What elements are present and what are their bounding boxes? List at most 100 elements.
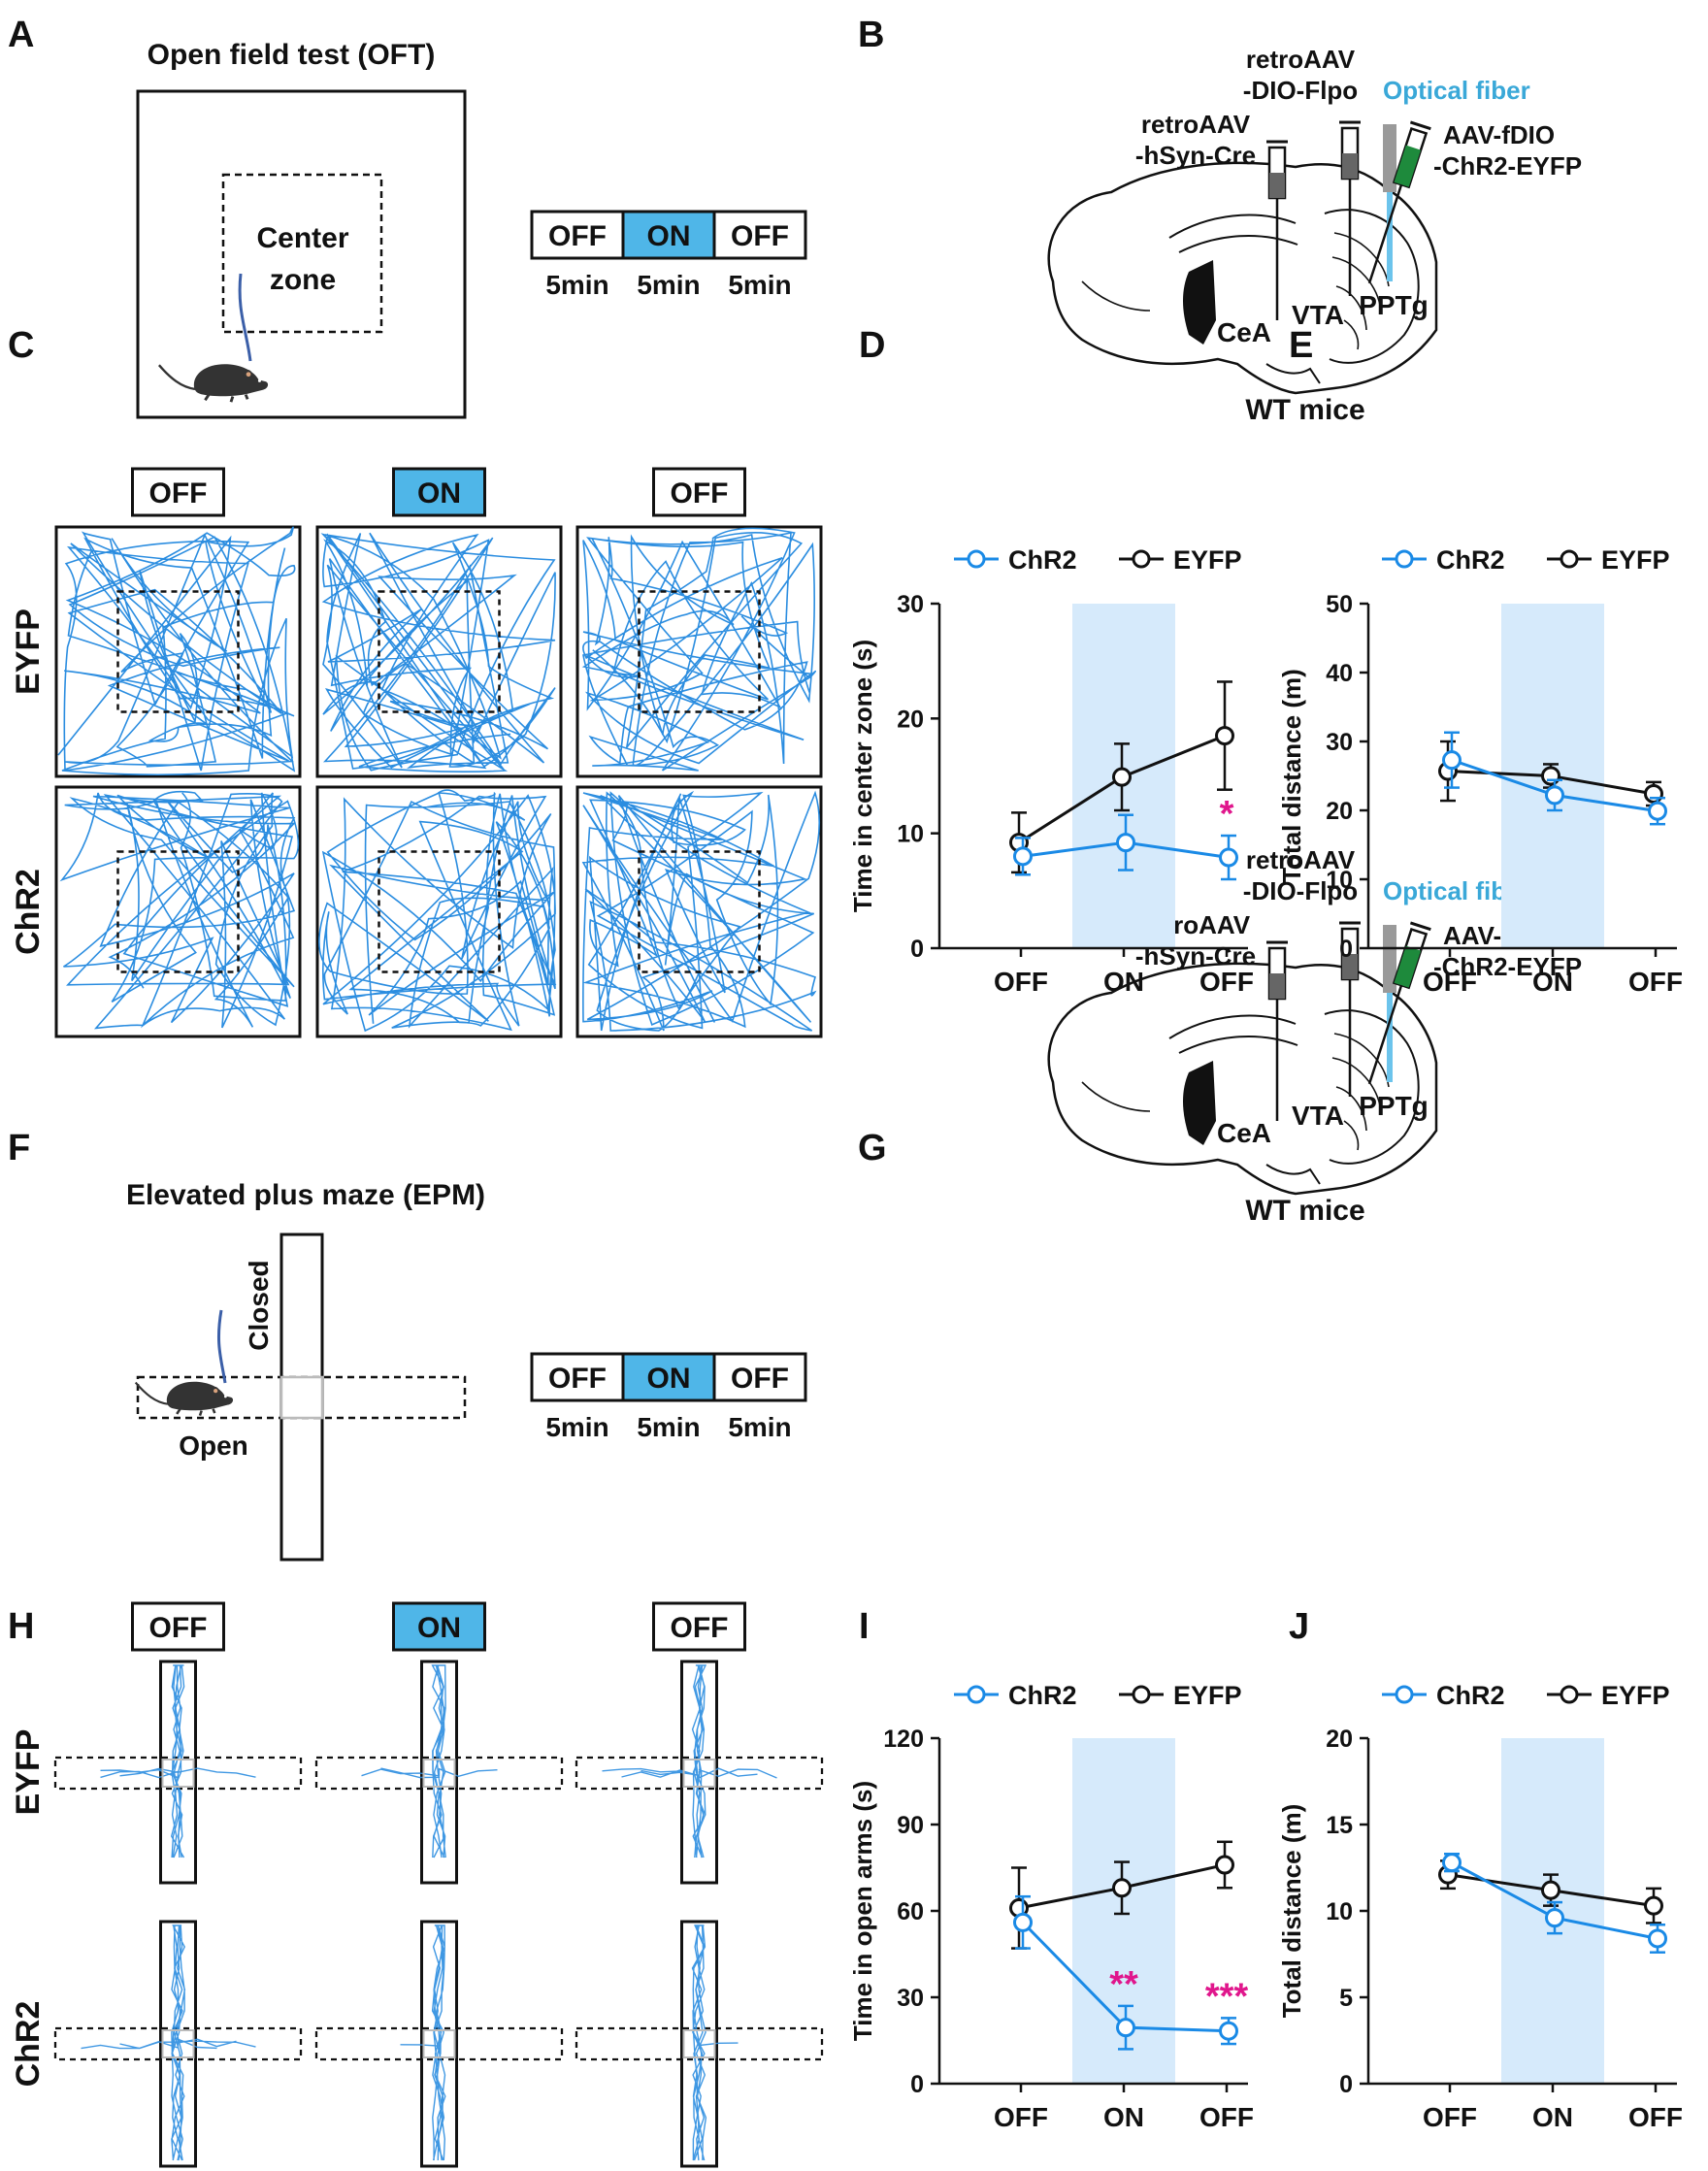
x-tick-label: OFF xyxy=(1423,2102,1477,2132)
y-tick-label: 0 xyxy=(1339,2071,1353,2098)
protocol-duration: 5min xyxy=(545,1412,608,1442)
trace-path xyxy=(581,790,821,1032)
legend-label-eyfp: EYFP xyxy=(1601,1681,1670,1710)
y-tick-label: 20 xyxy=(897,706,924,733)
protocol-duration: 5min xyxy=(545,270,608,300)
center-zone-box xyxy=(638,850,761,973)
closed-label: Closed xyxy=(244,1260,274,1350)
maze-center-box xyxy=(682,1759,716,1788)
data-point-eyfp xyxy=(1644,783,1663,804)
epm-title: Elevated plus maze (EPM) xyxy=(126,1179,485,1211)
y-tick-label: 20 xyxy=(1326,1726,1353,1753)
legend-marker xyxy=(967,549,986,569)
legend-label-eyfp: EYFP xyxy=(1173,1681,1242,1710)
x-tick-label: OFF xyxy=(994,2102,1048,2132)
y-tick-label: 20 xyxy=(1326,798,1353,825)
y-tick-label: 0 xyxy=(1339,936,1353,963)
trace-header-on xyxy=(392,467,486,517)
legend-label-eyfp: EYFP xyxy=(1173,545,1242,575)
trace-header-label: ON xyxy=(417,1612,461,1644)
y-tick-label: 30 xyxy=(1326,729,1353,756)
maze-center-box xyxy=(161,2029,195,2058)
panel-label-I: I xyxy=(859,1606,870,1647)
trace-path xyxy=(581,527,816,772)
panel-label-A: A xyxy=(8,15,34,55)
x-tick-label: OFF xyxy=(1199,2102,1254,2132)
legend-label-chr2: ChR2 xyxy=(1008,1681,1077,1710)
significance-marker: *** xyxy=(1205,1976,1249,2017)
oft-arena xyxy=(136,89,467,419)
legend-marker xyxy=(967,1685,986,1704)
trace-header-label: OFF xyxy=(671,477,729,510)
data-point-eyfp xyxy=(1215,726,1234,746)
trace-path xyxy=(318,789,557,1033)
legend-label-chr2: ChR2 xyxy=(1436,1681,1505,1710)
label-pptg: PPTg xyxy=(1359,1091,1429,1121)
data-point-chr2 xyxy=(1219,847,1238,868)
panel-label-J: J xyxy=(1289,1606,1309,1647)
trace-path xyxy=(691,1924,739,2161)
panel-label-E: E xyxy=(1289,325,1313,366)
data-point-chr2 xyxy=(1648,1928,1667,1949)
y-tick-label: 10 xyxy=(897,821,924,848)
y-tick-label: 60 xyxy=(897,1898,924,1925)
x-tick-label: ON xyxy=(1532,2102,1573,2132)
closed-arm-box xyxy=(159,1660,197,1885)
epm-trace-box xyxy=(575,1920,824,2168)
label-retroaav-dio: retroAAV xyxy=(1246,845,1356,874)
fiber-ferrule xyxy=(1383,124,1396,192)
panel-label-G: G xyxy=(858,1128,887,1168)
syringe-aav-fill xyxy=(1394,945,1422,988)
y-axis-label: Total distance (m) xyxy=(1277,1804,1306,2019)
protocol-state: OFF xyxy=(548,220,607,252)
label-cea: CeA xyxy=(1217,317,1271,347)
label-aav-fdio: -ChR2-EYFP xyxy=(1433,952,1582,981)
trace-path xyxy=(100,1664,256,1859)
protocol-state: ON xyxy=(647,220,691,252)
y-tick-label: 10 xyxy=(1326,867,1353,894)
syringe-aav-plunger xyxy=(1409,120,1431,131)
y-tick-label: 30 xyxy=(897,591,924,618)
legend-marker xyxy=(1132,549,1151,569)
syringe-aav-fill xyxy=(1394,145,1422,187)
legend-label-chr2: ChR2 xyxy=(1008,545,1077,575)
oft-trace-box xyxy=(315,785,563,1038)
data-point-chr2 xyxy=(1219,2021,1238,2041)
oft-trace-box xyxy=(575,525,823,778)
maze-center-box xyxy=(422,2029,456,2058)
label-aav-fdio: -ChR2-EYFP xyxy=(1433,151,1582,181)
syringe-dio-fill xyxy=(1342,153,1358,179)
protocol-box-off xyxy=(712,210,807,260)
mouse-icon xyxy=(134,1380,235,1417)
fiber-cable xyxy=(216,1309,227,1384)
fiber-ferrule xyxy=(1383,925,1396,993)
data-point-eyfp xyxy=(1215,1855,1234,1875)
y-tick-label: 50 xyxy=(1326,591,1353,618)
protocol-duration: 5min xyxy=(728,1412,791,1442)
legend-marker xyxy=(1560,549,1579,569)
data-point-chr2 xyxy=(1013,846,1033,867)
data-point-eyfp xyxy=(1541,766,1560,786)
closed-arm-box xyxy=(420,1920,458,2168)
legend-label-eyfp: EYFP xyxy=(1601,545,1670,575)
y-tick-label: 10 xyxy=(1326,1898,1353,1925)
protocol-state: OFF xyxy=(731,220,789,252)
trace-path xyxy=(602,1664,777,1859)
protocol-state: OFF xyxy=(731,1363,789,1395)
panel-label-C: C xyxy=(8,325,34,366)
syringe-aav-plunger xyxy=(1409,921,1431,932)
y-axis-label: Time in center zone (s) xyxy=(848,640,877,912)
y-tick-label: 0 xyxy=(910,2071,924,2098)
x-tick-label: ON xyxy=(1532,967,1573,997)
epm-trace-box xyxy=(314,1920,564,2168)
data-point-chr2 xyxy=(1013,1912,1033,1932)
center-zone-box xyxy=(116,590,240,713)
data-point-chr2 xyxy=(1442,1853,1462,1873)
protocol-duration: 5min xyxy=(637,270,700,300)
trace-header-label: OFF xyxy=(149,477,208,510)
y-axis-label: Total distance (m) xyxy=(1277,669,1306,883)
